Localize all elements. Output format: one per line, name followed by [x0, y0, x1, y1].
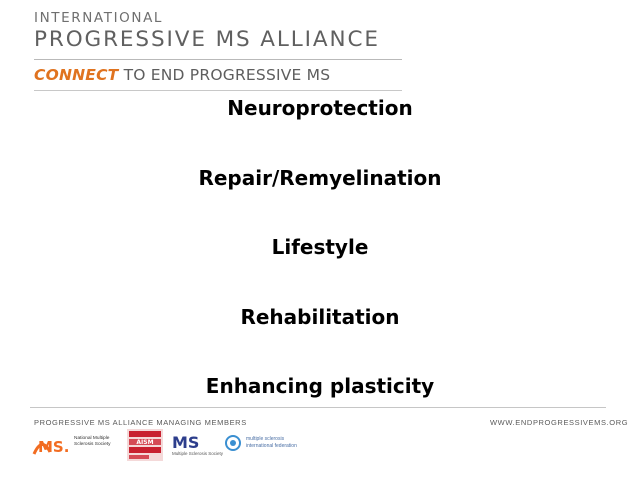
ms-logo-mark: MS. [38, 438, 69, 456]
ms-logo-national-society-icon: MS. National Multiple Sclerosis Society [32, 432, 122, 462]
tagline-accent: CONNECT [34, 66, 119, 84]
header-divider [34, 59, 402, 60]
ms-society-mark: MS [172, 433, 199, 452]
org-name-line2: PROGRESSIVE MS ALLIANCE [34, 27, 380, 52]
footer-divider [30, 407, 606, 408]
website-url: WWW.ENDPROGRESSIVEMS.ORG [490, 418, 629, 427]
tagline: CONNECT TO END PROGRESSIVE MS [34, 66, 406, 84]
topic-neuroprotection: Neuroprotection [227, 96, 413, 120]
topic-repair-remyelination: Repair/Remyelination [198, 166, 442, 190]
tagline-rest: TO END PROGRESSIVE MS [118, 66, 331, 84]
managing-members-title: PROGRESSIVE MS ALLIANCE MANAGING MEMBERS [34, 418, 247, 427]
ms-society-caption: Multiple Sclerosis Society [172, 451, 224, 456]
topic-enhancing-plasticity: Enhancing plasticity [205, 374, 435, 398]
alliance-logo-header: INTERNATIONAL PROGRESSIVE MS ALLIANCE CO… [34, 10, 406, 91]
topic-rehabilitation: Rehabilitation [240, 305, 400, 329]
tagline-divider [34, 90, 402, 91]
msif-logo-caption: multiple sclerosis international federat… [246, 436, 297, 449]
msif-logo-icon: multiple sclerosis international federat… [224, 432, 314, 462]
aism-logo-icon: AISM [127, 429, 167, 463]
ms-society-logo-icon: MS Multiple Sclerosis Society [172, 432, 223, 462]
ms-logo-caption: National Multiple Sclerosis Society [74, 436, 111, 447]
org-name-line1: INTERNATIONAL [34, 10, 164, 26]
aism-logo-mark: AISM [136, 439, 153, 446]
topic-lifestyle: Lifestyle [271, 235, 369, 259]
